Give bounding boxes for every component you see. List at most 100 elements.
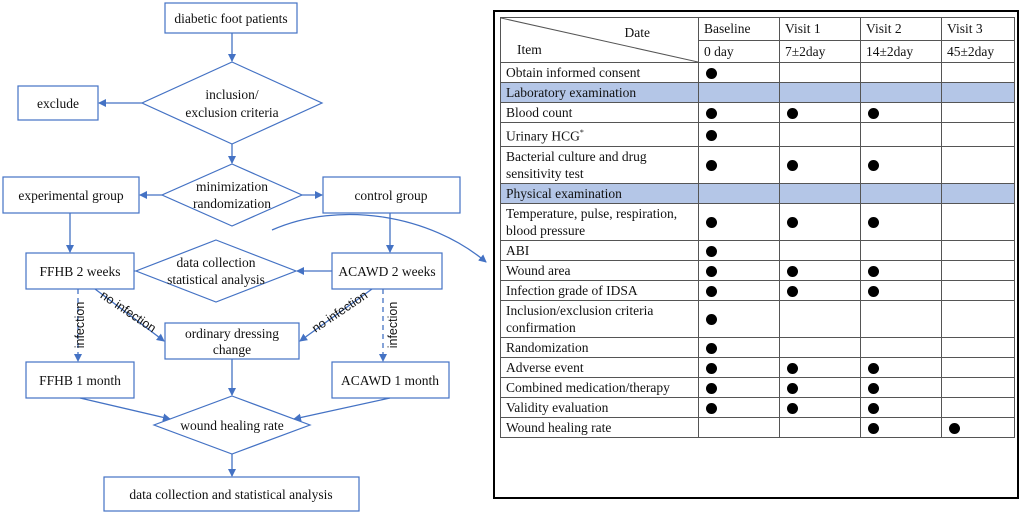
section-cell [698,82,780,103]
node-ffhb2-label: FFHB 2 weeks [39,264,120,279]
schedule-row: Combined medication/therapy [500,376,1015,398]
node-ordinary-label-2: change [213,342,251,357]
node-criteria-label-1: inclusion/ [205,87,258,102]
header-item-label: Item [517,42,542,57]
schedule-visit-cell [860,376,942,398]
schedule-item-label: Bacterial culture and drug sensitivity t… [506,148,647,181]
section-row: Physical examination [500,182,1015,204]
scheduled-dot-icon [868,265,879,277]
node-experimental-label: experimental group [18,188,124,203]
schedule-visit-cell [941,336,1015,358]
schedule-visit-cell [941,102,1015,123]
section-cell [698,182,780,204]
schedule-row: Validity evaluation [500,396,1015,418]
schedule-item-label: Urinary HCG [506,128,580,144]
schedule-visit-cell [941,62,1015,83]
node-criteria-diamond [140,61,324,145]
schedule-row: Wound area [500,259,1015,281]
schedule-item-cell: Urinary HCG* [500,122,699,147]
schedule-visit-cell [941,239,1015,261]
schedule-visit-cell [941,376,1015,398]
schedule-item-cell: Validity evaluation [500,396,699,418]
schedule-item-label: Wound area [506,262,571,278]
schedule-visit-cell [860,396,942,418]
node-healing-label: wound healing rate [180,418,283,433]
schedule-visit-cell [698,336,780,358]
schedule-visit-cell [698,102,780,123]
node-criteria-label-2: exclusion criteria [185,105,278,120]
section-cell [860,182,942,204]
node-ffhb1m-box [25,361,135,399]
section-cell [860,82,942,103]
edge-acawd2-ordinary [299,288,373,342]
scheduled-dot-icon [868,402,879,414]
scheduled-dot-icon [787,382,798,394]
node-patients-box [164,2,298,34]
scheduled-dot-icon [706,402,717,414]
schedule-item-label: Blood count [506,105,573,120]
column-header-time: 7±2day [779,39,861,63]
schedule-visit-cell [779,122,861,147]
schedule-visit-cell [860,122,942,147]
schedule-visit-cell [779,279,861,301]
footnote-mark: * [579,128,584,137]
scheduled-dot-icon [706,285,717,297]
schedule-item-label: ABI [506,242,530,258]
corner-diagonal [501,18,698,62]
node-random-label-1: minimization [196,179,268,194]
schedule-item-cell: Infection grade of IDSA [500,279,699,301]
schedule-item-cell: Combined medication/therapy [500,376,699,398]
section-cell [779,82,861,103]
schedule-visit-cell [941,279,1015,301]
scheduled-dot-icon [706,382,717,394]
schedule-item-cell: Blood count [500,102,699,123]
schedule-visit-cell [941,259,1015,281]
schedule-item-cell: Inclusion/exclusion criteria confirmatio… [500,299,699,338]
schedule-item-cell: ABI [500,239,699,261]
schedule-visit-cell [698,299,780,338]
schedule-visit-cell [698,259,780,281]
node-ordinary-label-1: ordinary dressing [185,326,279,341]
schedule-visit-cell [779,396,861,418]
schedule-row: Adverse event [500,356,1015,378]
edge-ffhb1m-healing [79,397,171,422]
schedule-visit-cell [779,416,861,438]
node-collect-label-1: data collection [176,255,255,270]
schedule-visit-cell [698,239,780,261]
schedule-visit-cell [779,62,861,83]
scheduled-dot-icon [868,108,879,120]
schedule-visit-cell [779,299,861,338]
schedule-row: Obtain informed consent [500,62,1015,83]
schedule-item-label: Infection grade of IDSA [506,282,638,298]
visit-schedule-table: Date Item Baseline Visit 1 Visit 2 Visit… [500,17,1015,438]
schedule-header-row: Date Item Baseline Visit 1 Visit 2 Visit… [500,17,1015,63]
schedule-row: Blood count [500,102,1015,123]
schedule-visit-cell [941,396,1015,418]
node-acawd1m-box [331,361,450,399]
scheduled-dot-icon [868,422,879,434]
visit-schedule-panel: Date Item Baseline Visit 1 Visit 2 Visit… [493,10,1019,499]
edge-acawd1m-healing [293,397,391,422]
schedule-visit-cell [698,62,780,83]
schedule-visit-cell [698,145,780,184]
schedule-item-cell: Bacterial culture and drug sensitivity t… [500,145,699,184]
schedule-item-label: Wound healing rate [506,419,612,435]
schedule-visit-cell [860,62,942,83]
schedule-visit-cell [698,122,780,147]
scheduled-dot-icon [706,108,717,120]
section-row: Laboratory examination [500,82,1015,103]
scheduled-dot-icon [787,362,798,374]
column-header-time: 0 day [698,39,780,63]
scheduled-dot-icon [868,362,879,374]
scheduled-dot-icon [868,382,879,394]
section-label: Physical examination [500,182,699,204]
schedule-visit-cell [698,416,780,438]
schedule-visit-cell [698,376,780,398]
schedule-visit-cell [860,416,942,438]
schedule-item-label: Validity evaluation [506,399,609,415]
node-collect-diamond [134,239,298,303]
schedule-row: Wound healing rate [500,416,1015,438]
scheduled-dot-icon [787,285,798,297]
schedule-visit-cell [698,396,780,418]
column-header-time: 45±2day [941,39,1015,63]
